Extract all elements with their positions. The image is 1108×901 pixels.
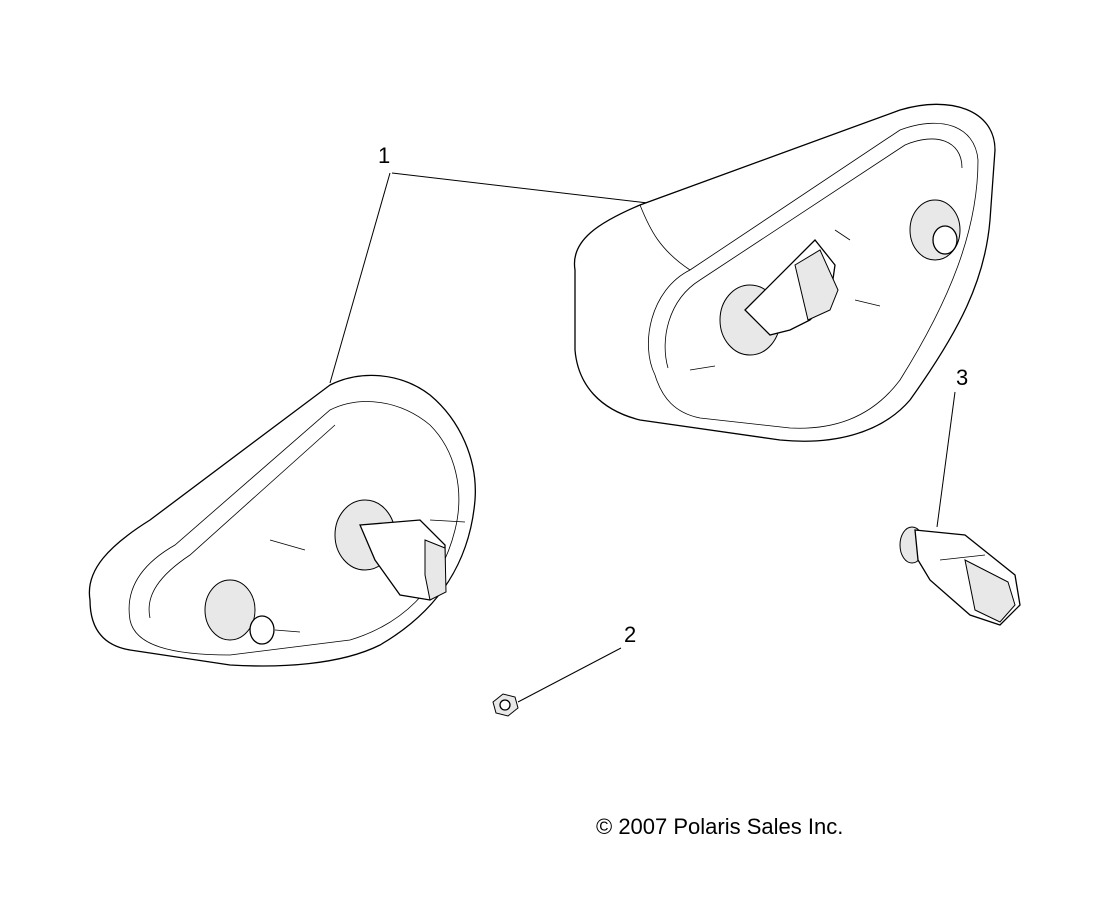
- leader-line-1a: [391, 172, 649, 204]
- callout-3: 3: [956, 365, 969, 390]
- callout-2: 2: [624, 622, 637, 647]
- copyright-notice: © 2007 Polaris Sales Inc.: [596, 814, 844, 839]
- leader-line-1b: [329, 172, 391, 384]
- tail-lamp-right: [573, 103, 996, 442]
- nut: [492, 693, 519, 717]
- bulb: [899, 526, 1021, 626]
- tail-lamp-left: [88, 374, 476, 667]
- callout-1: 1: [378, 143, 391, 168]
- leader-lines: [329, 172, 956, 703]
- leader-line-3: [936, 391, 956, 528]
- leader-line-2: [517, 647, 622, 703]
